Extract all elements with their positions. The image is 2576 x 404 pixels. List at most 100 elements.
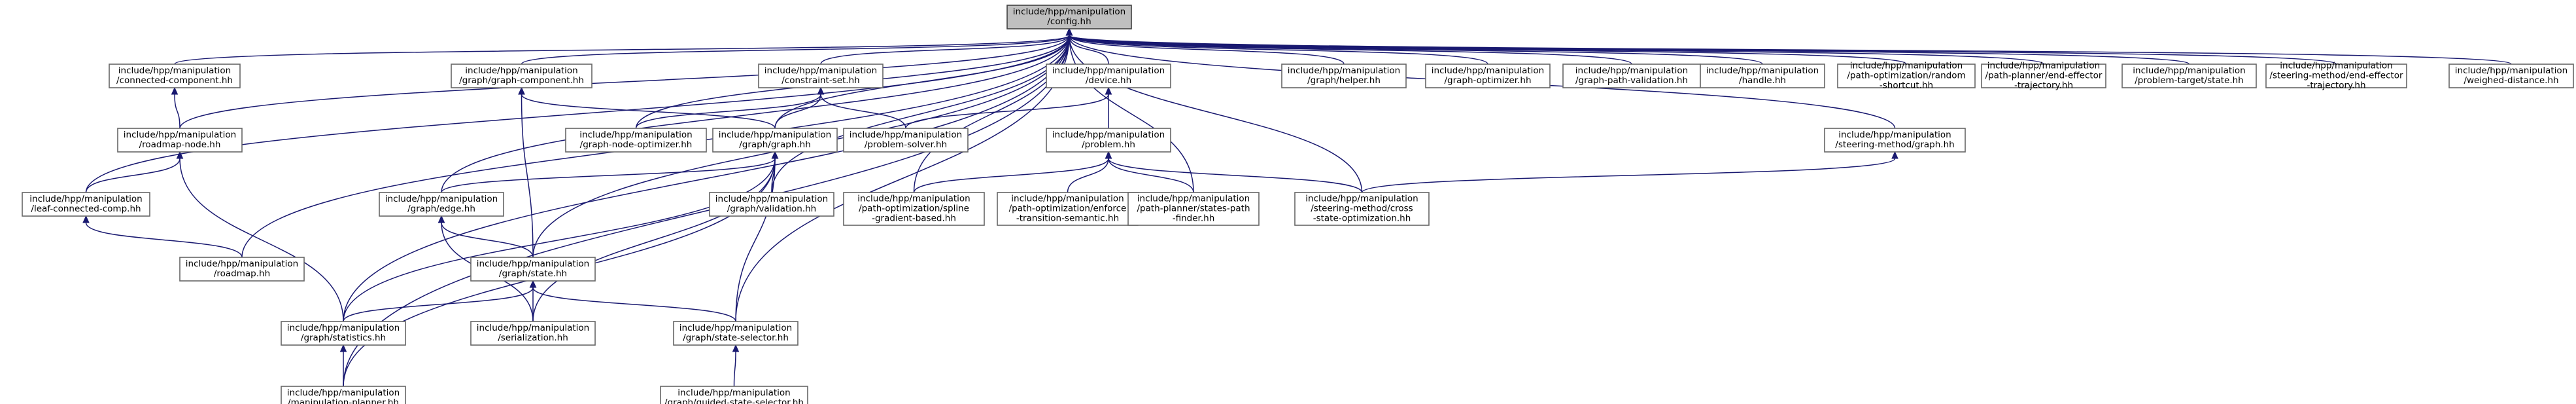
node-state-selector[interactable]: include/hpp/manipulation/graph/state-sel… [673,321,799,346]
node-label-line: include/hpp/manipulation [2133,65,2245,76]
node-label-line: include/hpp/manipulation [1013,7,1125,17]
node-graph-component[interactable]: include/hpp/manipulation/graph/graph-com… [451,64,592,88]
node-label-line: include/hpp/manipulation [850,130,962,140]
node-graph-helper[interactable]: include/hpp/manipulation/graph/helper.hh [1281,64,1407,88]
node-roadmap[interactable]: include/hpp/manipulation/roadmap.hh [179,257,305,282]
node-label-line: -gradient-based.hh [872,213,956,224]
node-label-line: /manipulation-planner.hh [288,397,399,404]
edge-spline_gradient-to-problem [913,151,1112,193]
node-label-line: /graph-path-validation.hh [1575,75,1688,86]
node-label-line: include/hpp/manipulation [29,194,142,204]
node-label-line: include/hpp/manipulation [857,194,970,204]
node-label-line: /path-optimization/spline [859,204,969,214]
nodes-layer: include/hpp/manipulation/config.hhinclud… [22,5,2574,404]
node-label-line: include/hpp/manipulation [764,65,877,76]
node-problem-solver[interactable]: include/hpp/manipulation/problem-solver.… [843,128,969,153]
node-end-effector-trajectory[interactable]: include/hpp/manipulation/path-planner/en… [1981,61,2106,91]
edge-leaf_connected_comp-to-roadmap_node [85,151,184,193]
node-label-line: /graph/edge.hh [407,204,475,214]
node-label-line: include/hpp/manipulation [1305,194,1418,204]
node-label-line: include/hpp/manipulation [1288,65,1400,76]
node-roadmap-node[interactable]: include/hpp/manipulation/roadmap-node.hh [117,128,243,153]
node-manipulation-planner[interactable]: include/hpp/manipulation/manipulation-pl… [281,386,406,404]
node-weighed-distance[interactable]: include/hpp/manipulation/weighed-distanc… [2448,64,2574,88]
node-graph-statistics[interactable]: include/hpp/manipulation/graph/statistic… [281,321,406,346]
node-label-line: /constraint-set.hh [781,75,859,86]
node-spline-gradient[interactable]: include/hpp/manipulation/path-optimizati… [843,192,985,226]
edge-roadmap_node-to-config [179,28,1073,129]
node-label-line: -trajectory.hh [2307,81,2365,91]
node-label-line: /roadmap.hh [214,268,270,279]
node-label-line: /weighed-distance.hh [2464,75,2558,86]
node-label-line: include/hpp/manipulation [1987,61,2100,71]
node-label-line: /config.hh [1047,16,1091,27]
node-label-line: /problem-solver.hh [865,139,947,150]
node-graph-optimizer[interactable]: include/hpp/manipulation/graph-optimizer… [1425,64,1551,88]
node-enforce-transition[interactable]: include/hpp/manipulation/path-optimizati… [997,192,1139,226]
edge-cross_state_optimization-to-config [1065,28,1363,193]
node-label-line: include/hpp/manipulation [1575,65,1688,76]
node-label-line: include/hpp/manipulation [186,259,298,269]
node-graph-path-validation[interactable]: include/hpp/manipulation/graph-path-vali… [1562,64,1701,88]
node-constraint-set[interactable]: include/hpp/manipulation/constraint-set.… [758,64,884,88]
node-label-line: include/hpp/manipulation [1011,194,1124,204]
node-label-line: /graph/validation.hh [727,204,816,214]
node-label-line: include/hpp/manipulation [124,130,236,140]
edge-graph_component-to-config [521,28,1073,65]
node-graph-state[interactable]: include/hpp/manipulation/graph/state.hh [470,257,596,282]
node-problem-target-state[interactable]: include/hpp/manipulation/problem-target/… [2121,64,2257,88]
node-label-line: -state-optimization.hh [1313,213,1411,224]
edge-cross_state_optimization-to-problem [1105,151,1363,193]
node-label-line: -shortcut.hh [1880,81,1933,91]
node-label-line: /graph/state.hh [499,268,567,279]
node-label-line: include/hpp/manipulation [1052,130,1165,140]
node-label-line: include/hpp/manipulation [287,388,400,398]
node-label-line: -finder.hh [1173,213,1215,224]
node-graph-edge[interactable]: include/hpp/manipulation/graph/edge.hh [379,192,504,217]
node-label-line: /graph-node-optimizer.hh [580,139,693,150]
node-label-line: include/hpp/manipulation [1052,65,1165,76]
node-cross-state-optimization[interactable]: include/hpp/manipulation/steering-method… [1294,192,1430,226]
node-config: include/hpp/manipulation/config.hh [1006,5,1132,29]
node-label-line: include/hpp/manipulation [385,194,498,204]
node-sm-graph[interactable]: include/hpp/manipulation/steering-method… [1824,128,1966,153]
node-label-line: /path-planner/end-effector [1985,71,2103,81]
node-label-line: include/hpp/manipulation [118,65,231,76]
node-guided-state-selector[interactable]: include/hpp/manipulation/graph/guided-st… [660,386,808,404]
node-graph-graph[interactable]: include/hpp/manipulation/graph/graph.hh [712,128,838,153]
edge-state_selector-to-graph_state [529,280,736,322]
edge-guided_state_selector-to-state_selector [732,344,740,387]
node-connected-component[interactable]: include/hpp/manipulation/connected-compo… [109,64,241,88]
node-label-line: include/hpp/manipulation [2280,61,2392,71]
edge-graph_edge-to-config [441,28,1073,193]
edge-device-to-config [1065,28,1109,65]
edge-cross_state_optimization-to-sm_graph [1361,151,1898,193]
node-label-line: include/hpp/manipulation [1850,61,1963,71]
node-sm-end-effector-trajectory[interactable]: include/hpp/manipulation/steering-method… [2265,61,2407,91]
node-label-line: include/hpp/manipulation [477,259,589,269]
node-graph-node-optimizer[interactable]: include/hpp/manipulation/graph-node-opti… [565,128,707,153]
node-states-path-finder[interactable]: include/hpp/manipulation/path-planner/st… [1127,192,1260,226]
edge-graph_statistics-to-roadmap_node [176,151,344,322]
node-label-line: /graph/graph-component.hh [459,75,584,86]
node-device[interactable]: include/hpp/manipulation/device.hh [1046,64,1171,88]
edge-problem-to-device [1105,86,1112,129]
node-label-line: include/hpp/manipulation [678,388,790,398]
node-random-shortcut[interactable]: include/hpp/manipulation/path-optimizati… [1837,61,1976,91]
node-graph-validation[interactable]: include/hpp/manipulation/graph/validatio… [709,192,834,217]
edge-graph_validation-to-config [771,28,1073,193]
edge-spline_gradient-to-config [913,28,1073,193]
node-problem[interactable]: include/hpp/manipulation/problem.hh [1046,128,1171,153]
edge-enforce_transition-to-problem [1067,151,1112,193]
node-label-line: include/hpp/manipulation [2455,65,2567,76]
node-label-line: /roadmap-node.hh [139,139,221,150]
node-label-line: include/hpp/manipulation [1432,65,1544,76]
node-label-line: /graph/graph.hh [739,139,811,150]
node-label-line: /path-optimization/random [1847,71,1965,81]
edge-problem_solver-to-constraint_set [817,86,906,129]
node-serialization[interactable]: include/hpp/manipulation/serialization.h… [470,321,596,346]
node-label-line: /problem-target/state.hh [2135,75,2243,86]
node-leaf-connected-comp[interactable]: include/hpp/manipulation/leaf-connected-… [22,192,150,217]
node-handle[interactable]: include/hpp/manipulation/handle.hh [1700,64,1825,88]
